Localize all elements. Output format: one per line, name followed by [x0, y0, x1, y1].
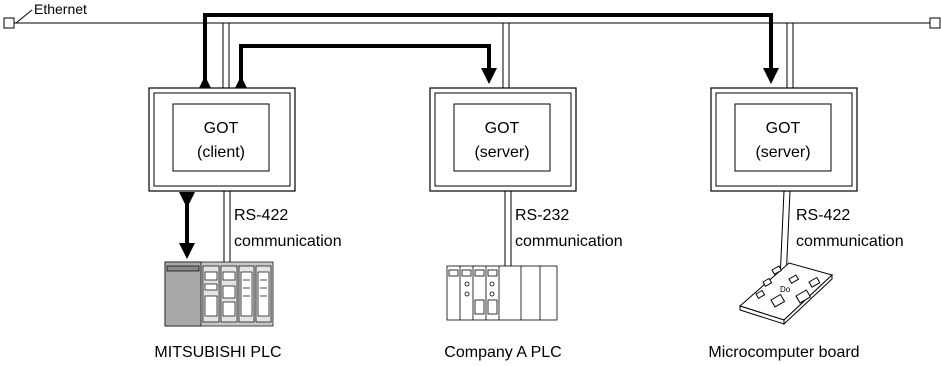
link-label-server-b-comm: communication: [796, 233, 904, 250]
got-unit-client: GOT (client): [148, 87, 296, 192]
link-label-server-b-protocol: RS-422: [796, 207, 850, 224]
got-client-screen: [172, 103, 270, 172]
got-server-a-screen: [453, 103, 551, 172]
mitsubishi-plc-icon: [164, 261, 274, 327]
board-chip-marking: Do: [780, 285, 791, 294]
link-label-client-comm: communication: [234, 233, 342, 250]
got-client-role: (client): [197, 144, 245, 161]
device-caption-microcomputer-board: Microcomputer board: [708, 344, 859, 361]
company-a-plc-icon: [446, 265, 558, 321]
got-server-b-title: GOT: [766, 120, 801, 137]
got-client-title: GOT: [204, 120, 239, 137]
link-label-client-protocol: RS-422: [234, 207, 288, 224]
ethernet-bus: Ethernet: [3, 1, 941, 29]
communication-arrows: [179, 13, 779, 259]
got-server-b-screen: [734, 103, 832, 172]
device-caption-company-a-plc: Company A PLC: [444, 344, 561, 361]
link-label-server-a-protocol: RS-232: [515, 207, 569, 224]
got-server-b-role: (server): [755, 144, 810, 161]
bus-label-leader: [15, 9, 33, 24]
got-unit-server-a: GOT (server): [429, 87, 577, 192]
bus-terminator-right: [929, 17, 941, 29]
microcomputer-board-icon: Do: [739, 262, 833, 326]
bus-terminator-left: [3, 17, 15, 29]
got-server-a-role: (server): [474, 144, 529, 161]
got-server-a-title: GOT: [485, 120, 520, 137]
ethernet-label: Ethernet: [34, 1, 87, 17]
serial-cables: [223, 190, 791, 281]
device-caption-mitsubishi-plc: MITSUBISHI PLC: [154, 344, 281, 361]
drop-cables: [222, 23, 794, 88]
got-unit-server-b: GOT (server): [710, 87, 858, 192]
arrow-client-to-company-a-got: [233, 44, 497, 92]
arrow-client-to-microcomputer-got: [197, 13, 779, 92]
link-label-server-a-comm: communication: [515, 233, 623, 250]
